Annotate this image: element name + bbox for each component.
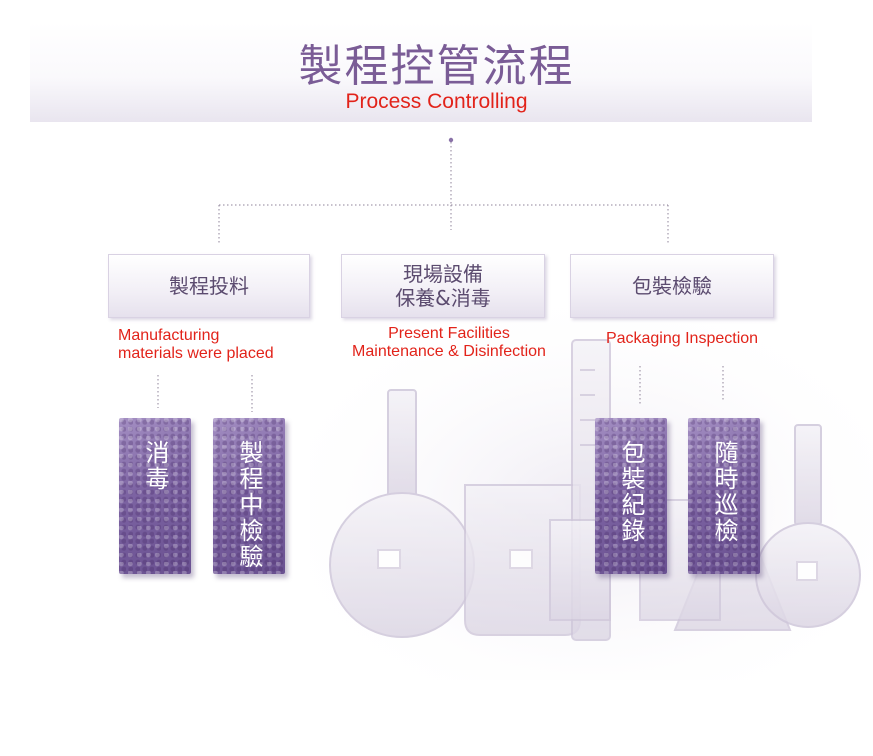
process-box-facilities: 現場設備 保養&消毒: [341, 254, 545, 318]
step-label: 包裝紀錄: [617, 440, 645, 544]
step-label: 製程中檢驗: [235, 440, 263, 570]
step-tile-disinfection: 消毒: [119, 418, 191, 574]
step-tile-in-process-inspection: 製程中檢驗: [213, 418, 285, 574]
caption-packaging: Packaging Inspection: [605, 330, 759, 347]
step-tile-packaging-record: 包裝紀錄: [595, 418, 667, 574]
flask-right-icon: [755, 424, 861, 628]
step-label: 隨時巡檢: [710, 440, 738, 544]
caption-facilities: Present Facilities Maintenance & Disinfe…: [352, 325, 546, 360]
connector-origin-dot: [448, 137, 454, 143]
page-subtitle: Process Controlling: [345, 90, 528, 113]
process-box-packaging: 包裝檢驗: [570, 254, 774, 318]
header-band: [30, 22, 812, 122]
page-title: 製程控管流程: [298, 41, 575, 92]
process-box-materials: 製程投料: [108, 254, 310, 318]
caption-materials: Manufacturing materials were placed: [118, 327, 274, 362]
step-label: 消毒: [141, 440, 169, 492]
step-tile-patrol-inspection: 隨時巡檢: [688, 418, 760, 574]
